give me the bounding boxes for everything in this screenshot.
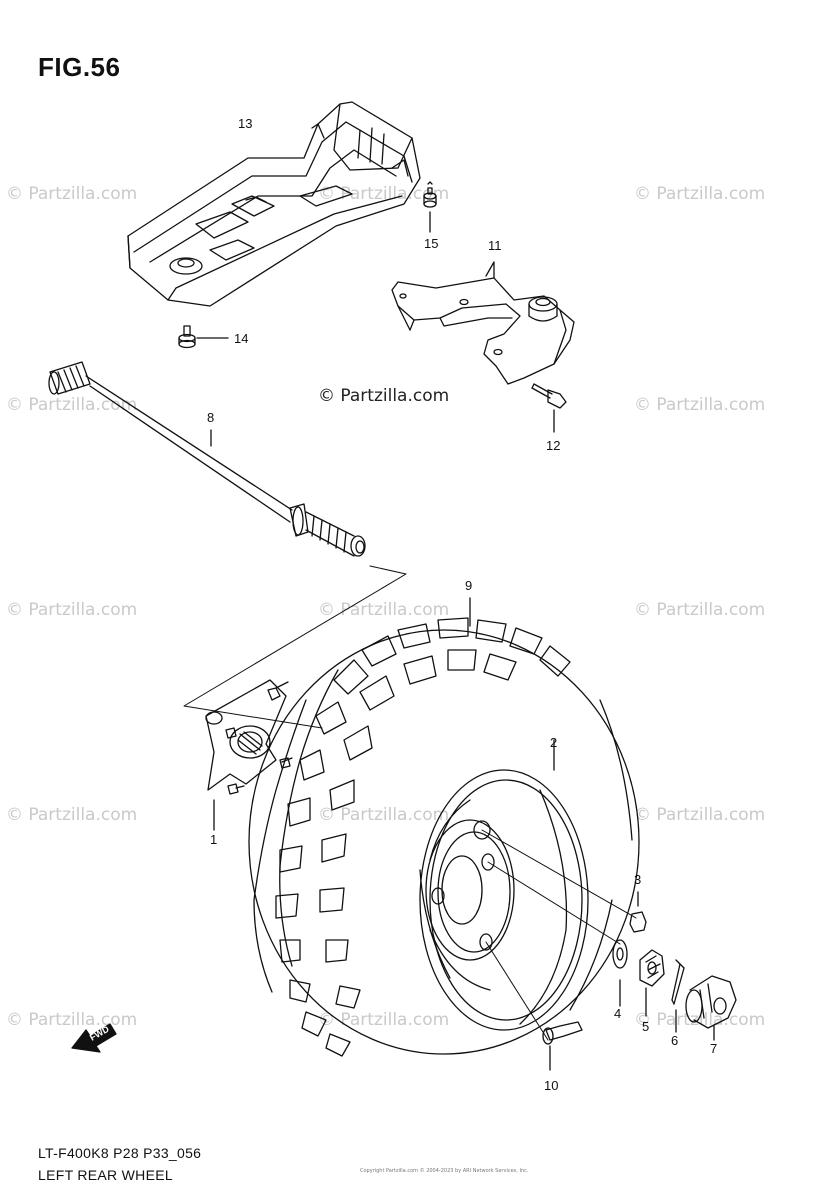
watermark: © Partzilla.com: [6, 600, 138, 620]
leader-line: [487, 861, 621, 945]
callout-1: 1: [210, 832, 218, 847]
callout-12: 12: [546, 438, 561, 453]
callout-10: 10: [544, 1078, 559, 1093]
watermark: © Partzilla.com: [634, 805, 766, 825]
figure-code: LT-F400K8 P28 P33_056: [38, 1145, 202, 1161]
hub-part: [205, 679, 293, 831]
bolt-14: [178, 325, 229, 349]
callout-14: 14: [234, 331, 249, 346]
callout-8: 8: [207, 410, 215, 425]
bolt-15: [423, 181, 437, 233]
watermark: © Partzilla.com: [318, 184, 450, 204]
callout-6: 6: [671, 1033, 679, 1048]
callout-11: 11: [488, 238, 502, 253]
figure-name: LEFT REAR WHEEL: [38, 1167, 173, 1183]
assembly-line: [183, 565, 407, 729]
valve-stem-10: [542, 1021, 583, 1071]
leader-line: [485, 941, 549, 1041]
callout-3: 3: [634, 872, 642, 887]
leader-line: [481, 829, 637, 919]
figure-title: FIG.56: [38, 52, 121, 82]
bracket-part: [391, 261, 575, 385]
watermark: © Partzilla.com: [6, 1010, 138, 1030]
callout-4: 4: [614, 1006, 622, 1021]
watermark: © Partzilla.com: [318, 805, 450, 825]
callout-15: 15: [424, 236, 439, 251]
hub-cap-7: [685, 975, 737, 1041]
callout-5: 5: [642, 1019, 650, 1034]
cotter-pin-6: [671, 959, 685, 1033]
fwd-arrow-icon: [71, 1023, 117, 1053]
skid-plate-part: [127, 101, 421, 307]
watermark: © Partzilla.com: [318, 600, 450, 620]
tire-part: [248, 597, 640, 1057]
castle-nut-5: [639, 949, 665, 1017]
callout-13: 13: [238, 116, 253, 131]
watermark: © Partzilla.com: [634, 395, 766, 415]
watermark: © Partzilla.com: [6, 395, 138, 415]
watermark: © Partzilla.com: [634, 600, 766, 620]
rim-part: [419, 739, 589, 1031]
washer-4: [612, 939, 628, 1007]
watermark: © Partzilla.com: [6, 184, 138, 204]
bolt-12: [531, 383, 567, 433]
axle-shaft-part: [48, 361, 366, 557]
watermark: © Partzilla.com: [6, 805, 138, 825]
copyright-notice: Copyright Partzilla.com © 2004-2023 by A…: [360, 1168, 529, 1174]
callout-9: 9: [465, 578, 473, 593]
callout-2: 2: [550, 735, 558, 750]
watermark: © Partzilla.com: [634, 1010, 766, 1030]
watermark: © Partzilla.com: [634, 184, 766, 204]
watermark: © Partzilla.com: [318, 1010, 450, 1030]
callout-7: 7: [710, 1041, 718, 1056]
watermark-center: © Partzilla.com: [318, 386, 450, 406]
nut-3: [629, 891, 647, 933]
